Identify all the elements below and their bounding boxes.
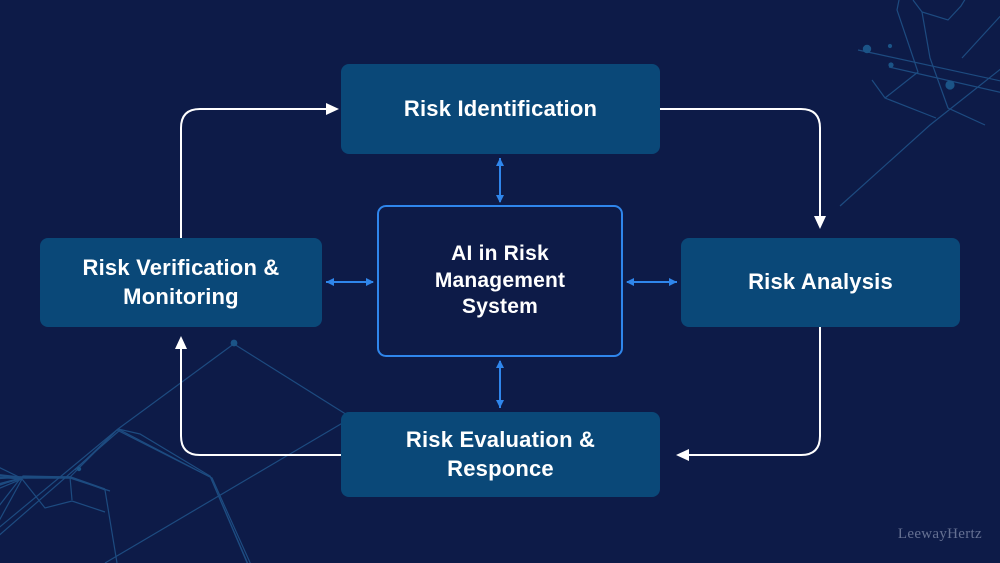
node-center-line-2: Management — [434, 268, 566, 292]
node-risk-evaluation-response[interactable]: Risk Evaluation & Responce — [341, 412, 660, 497]
node-center-ai-risk-management-system[interactable]: AI in Risk Management System — [377, 205, 623, 357]
connector-identification-to-analysis — [660, 108, 826, 229]
node-risk-verification-monitoring-label: Risk Verification & Monitoring — [83, 254, 280, 310]
connector-evaluation-to-verification — [175, 336, 341, 456]
node-center-line-1: AI in Risk — [451, 241, 549, 265]
node-risk-evaluation-response-line-1: Risk Evaluation & — [405, 427, 596, 453]
node-risk-analysis-label: Risk Analysis — [748, 269, 893, 295]
connector-verification-to-identification — [180, 103, 339, 238]
node-risk-verification-monitoring[interactable]: Risk Verification & Monitoring — [40, 238, 322, 327]
node-risk-evaluation-response-label: Risk Evaluation & Responce — [406, 426, 595, 482]
node-risk-analysis[interactable]: Risk Analysis — [681, 238, 960, 327]
node-risk-verification-monitoring-line-1: Risk Verification & — [82, 255, 280, 281]
node-risk-evaluation-response-line-2: Responce — [447, 455, 554, 481]
node-center-line-3: System — [462, 295, 538, 319]
node-risk-identification-label: Risk Identification — [403, 95, 598, 121]
connector-analysis-to-evaluation — [676, 327, 821, 461]
node-center-label: AI in Risk Management System — [435, 241, 565, 322]
watermark-leewayhertz: LeewayHertz — [897, 526, 982, 542]
node-risk-identification[interactable]: Risk Identification — [341, 64, 660, 154]
node-risk-verification-monitoring-line-2: Monitoring — [123, 283, 239, 309]
